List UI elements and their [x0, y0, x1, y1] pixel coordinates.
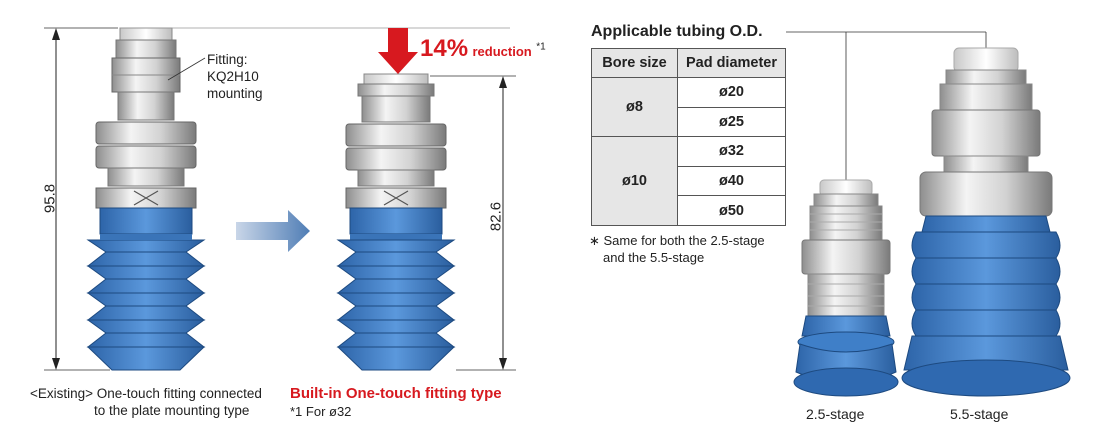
- builtin-caption: Built-in One-touch fitting type *1 For ø…: [290, 384, 502, 420]
- table-note: ∗ Same for both the 2.5-stage and the 5.…: [589, 232, 765, 266]
- bore-cell: ø10: [591, 136, 678, 226]
- bore-cell: ø8: [591, 76, 678, 138]
- builtin-footnote: *1 For ø32: [290, 404, 352, 419]
- header-bore-size: Bore size: [591, 48, 678, 78]
- existing-caption: <Existing> One-touch fitting connected t…: [30, 385, 280, 419]
- left-dimension-value: 95.8: [41, 183, 59, 214]
- table-row: ø40: [592, 165, 786, 197]
- right-dimension-value: 82.6: [487, 201, 505, 232]
- table-row: ø50: [592, 195, 786, 226]
- small-pad-label: 2.5-stage: [806, 406, 865, 422]
- header-pad-diameter: Pad diameter: [677, 48, 786, 78]
- table-note-line1: ∗ Same for both the 2.5-stage: [589, 233, 765, 248]
- fitting-label-line2: KQ2H10: [207, 69, 259, 84]
- fitting-leader-line: [167, 57, 206, 81]
- fitting-label-line3: mounting: [207, 86, 263, 101]
- tubing-table: Bore size Pad diameter ø8 ø20 ø25 ø10 ø3…: [591, 48, 786, 226]
- table-note-line2: and the 5.5-stage: [603, 250, 705, 265]
- fitting-label: Fitting: KQ2H10 mounting: [207, 51, 263, 102]
- large-pad-photo: [901, 47, 1071, 397]
- fitting-label-line1: Fitting:: [207, 52, 248, 67]
- right-dimension-line: [430, 75, 516, 371]
- reduction-label: 14% reduction *1: [420, 35, 546, 63]
- existing-caption-line1: <Existing> One-touch fitting connected: [30, 386, 262, 401]
- existing-caption-line2: to the plate mounting type: [94, 403, 250, 418]
- small-pad-photo: [793, 179, 899, 397]
- pad-cell: ø50: [677, 195, 786, 226]
- table-header-row: Bore size Pad diameter: [591, 48, 786, 78]
- table-row: ø25: [592, 106, 786, 138]
- builtin-caption-title: Built-in One-touch fitting type: [290, 385, 502, 402]
- reduction-note-mark: *1: [536, 41, 546, 53]
- pad-cell: ø40: [677, 165, 786, 197]
- table-row: ø8 ø20: [591, 76, 786, 138]
- reduction-word: reduction: [472, 44, 532, 59]
- left-dimension-line: [44, 27, 118, 371]
- pad-cell: ø32: [677, 136, 786, 167]
- reduction-value: 14%: [420, 35, 469, 62]
- table-row: ø10 ø32: [591, 136, 786, 226]
- tubing-leader-lines: [786, 31, 987, 185]
- transition-arrow-icon: [236, 210, 310, 252]
- existing-product-drawing: [86, 27, 206, 371]
- table-title: Applicable tubing O.D.: [591, 23, 763, 40]
- builtin-product-drawing: [336, 73, 456, 371]
- reduction-arrow-icon: [378, 28, 418, 74]
- pad-cell: ø25: [677, 106, 786, 138]
- large-pad-label: 5.5-stage: [950, 406, 1009, 422]
- pad-cell: ø20: [677, 77, 786, 108]
